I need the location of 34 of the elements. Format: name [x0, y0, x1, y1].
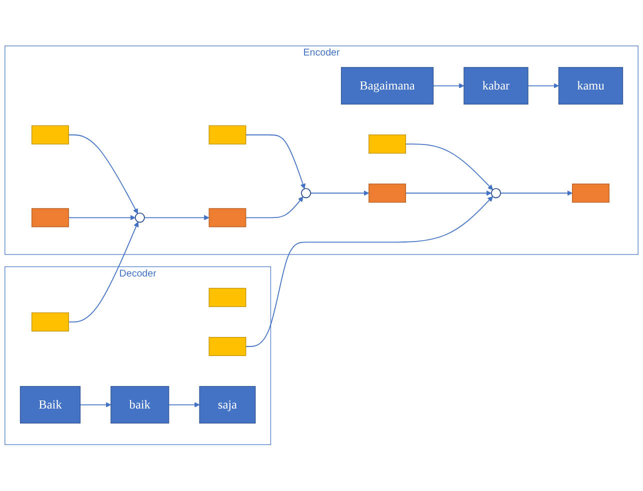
- arrow: [144, 215, 210, 221]
- arrow: [168, 402, 200, 408]
- arrow: [405, 144, 494, 190]
- arrow: [310, 190, 370, 196]
- node-box: [32, 312, 69, 332]
- node-box: [32, 208, 69, 228]
- node-circle: [490, 188, 502, 198]
- arrow: [245, 196, 494, 348]
- node-box: saja: [199, 386, 256, 424]
- arrow: [432, 83, 464, 89]
- node-box: [572, 184, 610, 203]
- node-box: Baik: [20, 386, 81, 424]
- arrow: [405, 190, 492, 196]
- node-circle: [300, 188, 312, 198]
- arrow: [68, 215, 136, 221]
- arrow: [245, 196, 304, 218]
- arrow: [245, 134, 306, 190]
- node-box: [32, 126, 69, 145]
- node-box: [208, 337, 246, 356]
- node-box: baik: [110, 386, 170, 424]
- arrow: [528, 83, 559, 89]
- node-box: [208, 126, 246, 145]
- arrow: [80, 402, 112, 408]
- node-box: kabar: [464, 67, 528, 105]
- arrow: [68, 222, 139, 323]
- node-box: [208, 288, 246, 308]
- node-box: [368, 184, 406, 203]
- node-box: [208, 208, 246, 228]
- arrow: [68, 134, 138, 214]
- node-box: [368, 134, 406, 154]
- node-box: kamu: [558, 67, 624, 105]
- node-box: Bagaimana: [340, 67, 434, 105]
- node-circle: [134, 212, 145, 223]
- arrow: [500, 190, 573, 196]
